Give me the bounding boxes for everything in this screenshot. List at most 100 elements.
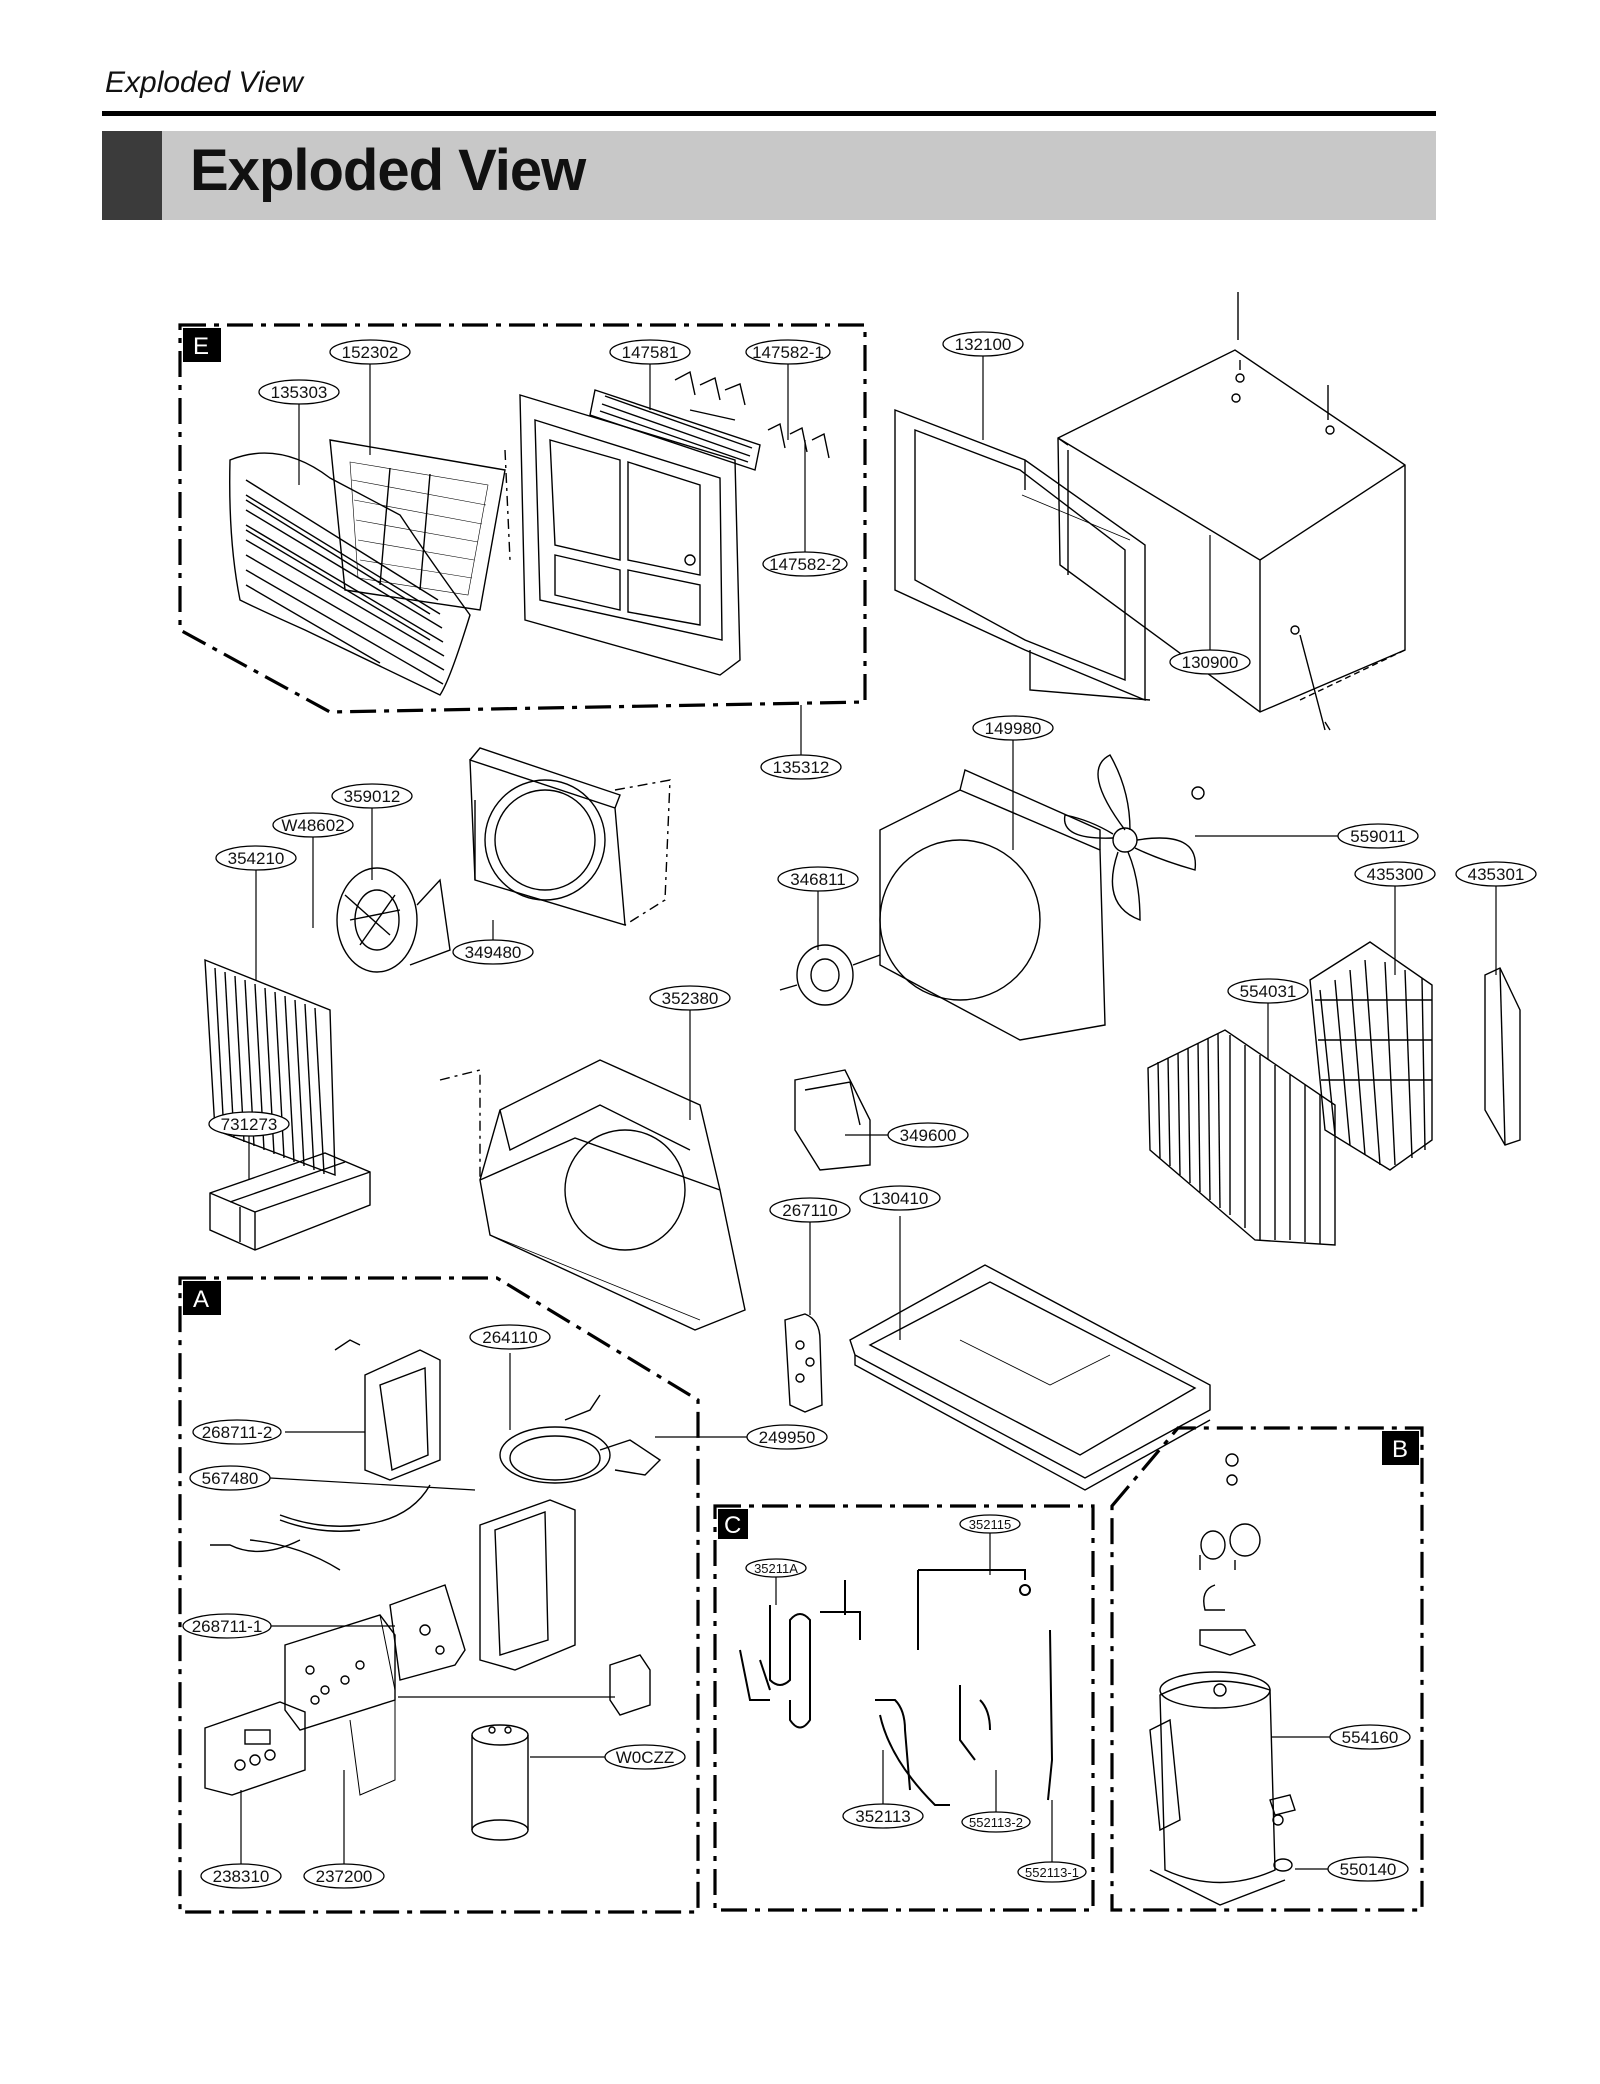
callout-130410-oval bbox=[859, 1185, 941, 1211]
label-352115: 352115 bbox=[969, 1517, 1011, 1532]
power-cord-drawing bbox=[499, 1394, 662, 1484]
label-249950: 249950 bbox=[759, 1428, 816, 1447]
wire-harness-drawing bbox=[210, 1484, 431, 1571]
callout-268711-1-oval bbox=[182, 1613, 272, 1639]
label-147582-2: 147582-2 bbox=[769, 555, 841, 574]
fan-motor-drawing bbox=[779, 944, 881, 1006]
label-237200: 237200 bbox=[316, 1867, 373, 1886]
remote-control-drawing bbox=[784, 1313, 823, 1413]
section-c-letter: C bbox=[724, 1512, 741, 1539]
callout-349480-oval bbox=[452, 939, 534, 965]
label-264110: 264110 bbox=[482, 1328, 537, 1347]
header-rule bbox=[102, 111, 1436, 116]
leader-lines bbox=[240, 356, 1497, 1870]
condenser-coil-drawing bbox=[1147, 1029, 1336, 1246]
label-349600: 349600 bbox=[900, 1126, 957, 1145]
indoor-blower-drawing bbox=[336, 867, 451, 973]
section-frames bbox=[178, 323, 1424, 1914]
label-359012: 359012 bbox=[344, 787, 401, 806]
callout-559011-oval bbox=[1337, 823, 1419, 849]
grommet-drawing bbox=[1269, 1794, 1296, 1872]
section-a-frame bbox=[178, 1276, 700, 1914]
capacitor-clamp-drawing bbox=[609, 1654, 651, 1716]
compressor-drawing bbox=[1149, 1671, 1286, 1906]
label-567480: 567480 bbox=[202, 1469, 259, 1488]
label-552113-2: 552113-2 bbox=[969, 1815, 1023, 1830]
label-268711-1: 268711-1 bbox=[192, 1617, 263, 1636]
label-w48602: W48602 bbox=[281, 816, 344, 835]
label-554160: 554160 bbox=[1342, 1728, 1399, 1747]
label-268711-2: 268711-2 bbox=[202, 1423, 273, 1442]
cabinet-drawing bbox=[1057, 292, 1406, 731]
page-title: Exploded View bbox=[190, 138, 586, 203]
label-731273: 731273 bbox=[221, 1115, 278, 1134]
title-banner: Exploded View bbox=[102, 131, 1436, 220]
callout-552113-2-oval bbox=[961, 1811, 1031, 1833]
label-35211a: 35211A bbox=[754, 1561, 798, 1576]
label-435301: 435301 bbox=[1468, 865, 1525, 884]
label-147582-1: 147582-1 bbox=[752, 343, 824, 362]
section-e-frame bbox=[178, 323, 867, 714]
label-147581: 147581 bbox=[622, 343, 679, 362]
section-b-marker bbox=[1382, 1431, 1419, 1465]
front-panel-drawing bbox=[519, 394, 741, 676]
base-pan-drawing bbox=[849, 1264, 1211, 1491]
section-e-marker bbox=[183, 328, 221, 362]
label-349480: 349480 bbox=[465, 943, 522, 962]
section-c-marker bbox=[718, 1509, 748, 1539]
section-b-letter: B bbox=[1392, 1436, 1408, 1463]
control-box-drawing bbox=[334, 1339, 441, 1481]
callout-135312-oval bbox=[760, 754, 842, 780]
callout-238310-oval bbox=[200, 1863, 282, 1889]
label-552113-1: 552113-1 bbox=[1025, 1865, 1079, 1880]
window-frame-drawing bbox=[894, 408, 1151, 702]
label-435300: 435300 bbox=[1367, 865, 1424, 884]
fan-shroud-drawing bbox=[469, 747, 671, 926]
callout-550140-oval bbox=[1327, 1856, 1409, 1882]
callout-w0czz-oval bbox=[604, 1744, 686, 1770]
label-559011: 559011 bbox=[1350, 827, 1405, 846]
air-filter-drawing bbox=[329, 439, 511, 611]
label-352380: 352380 bbox=[662, 989, 719, 1008]
label-130900: 130900 bbox=[1182, 653, 1239, 672]
callout-147581-oval bbox=[609, 339, 691, 365]
evaporator-coil-drawing bbox=[204, 958, 336, 1177]
front-grille-drawing bbox=[229, 452, 471, 696]
tubing-drawing bbox=[739, 1569, 1054, 1806]
label-267110: 267110 bbox=[782, 1201, 837, 1220]
section-c-frame bbox=[713, 1504, 1095, 1912]
callout-359012-oval bbox=[331, 783, 413, 809]
pcb-drawing bbox=[389, 1584, 466, 1681]
callout-552113-1-oval bbox=[1017, 1861, 1087, 1883]
motor-mount-drawing bbox=[794, 1069, 871, 1171]
callout-435300-oval bbox=[1354, 861, 1436, 887]
banner-accent-block bbox=[102, 131, 162, 220]
capacitor-bracket-drawing bbox=[479, 1499, 576, 1671]
label-550140: 550140 bbox=[1340, 1860, 1397, 1879]
callout-264110-oval bbox=[469, 1324, 551, 1350]
callout-w48602-oval bbox=[272, 812, 354, 838]
run-capacitor-drawing bbox=[471, 1724, 529, 1841]
callout-268711-2-oval bbox=[192, 1419, 282, 1445]
callout-152302-oval bbox=[329, 339, 411, 365]
callout-135303-oval bbox=[258, 379, 340, 405]
section-e-letter: E bbox=[193, 333, 209, 360]
label-554031: 554031 bbox=[1240, 982, 1297, 1001]
callout-349600-oval bbox=[887, 1122, 969, 1148]
label-346811: 346811 bbox=[790, 870, 845, 889]
callout-132100-oval bbox=[942, 331, 1024, 357]
control-panel-drawing bbox=[284, 1614, 396, 1796]
section-a-letter: A bbox=[193, 1286, 209, 1313]
label-135303: 135303 bbox=[271, 383, 328, 402]
condenser-fan-drawing bbox=[1063, 754, 1205, 922]
callout-130900-oval bbox=[1169, 649, 1251, 675]
section-a-marker bbox=[183, 1281, 221, 1315]
label-152302: 152302 bbox=[342, 343, 399, 362]
label-149980: 149980 bbox=[985, 719, 1042, 738]
callout-237200-oval bbox=[303, 1863, 385, 1889]
callout-35211a-oval bbox=[745, 1558, 807, 1578]
callout-352380-oval bbox=[649, 985, 731, 1011]
callout-352113-oval bbox=[842, 1803, 924, 1829]
packing-box-drawing bbox=[209, 1152, 371, 1251]
